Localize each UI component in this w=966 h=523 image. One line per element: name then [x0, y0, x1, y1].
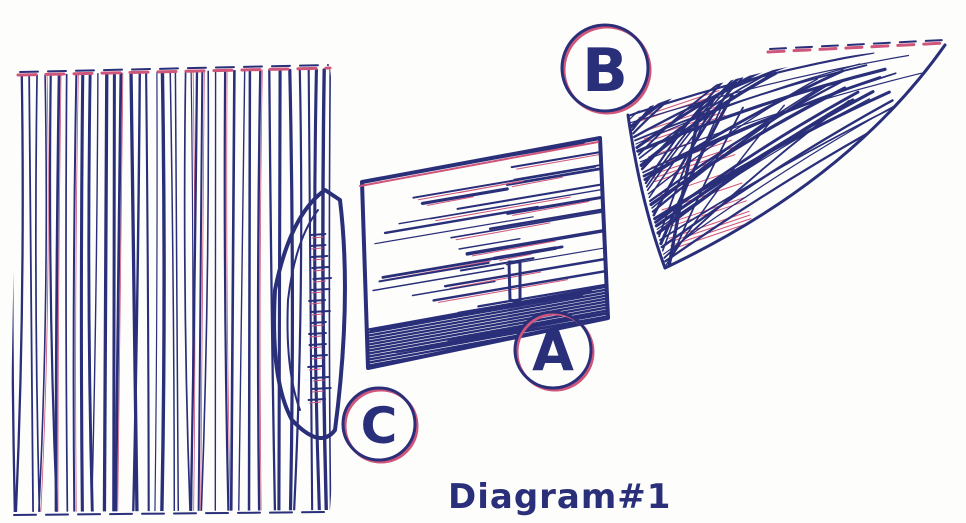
- branch-piece: [628, 40, 945, 272]
- svg-text:B: B: [582, 36, 628, 106]
- label-c: C: [343, 388, 417, 462]
- tree-trunk: [12, 65, 330, 515]
- label-b: B: [562, 25, 650, 113]
- diagram-caption: Diagram#1: [448, 477, 671, 517]
- label-a: A: [515, 312, 593, 390]
- svg-text:A: A: [532, 320, 574, 383]
- svg-text:C: C: [361, 397, 398, 455]
